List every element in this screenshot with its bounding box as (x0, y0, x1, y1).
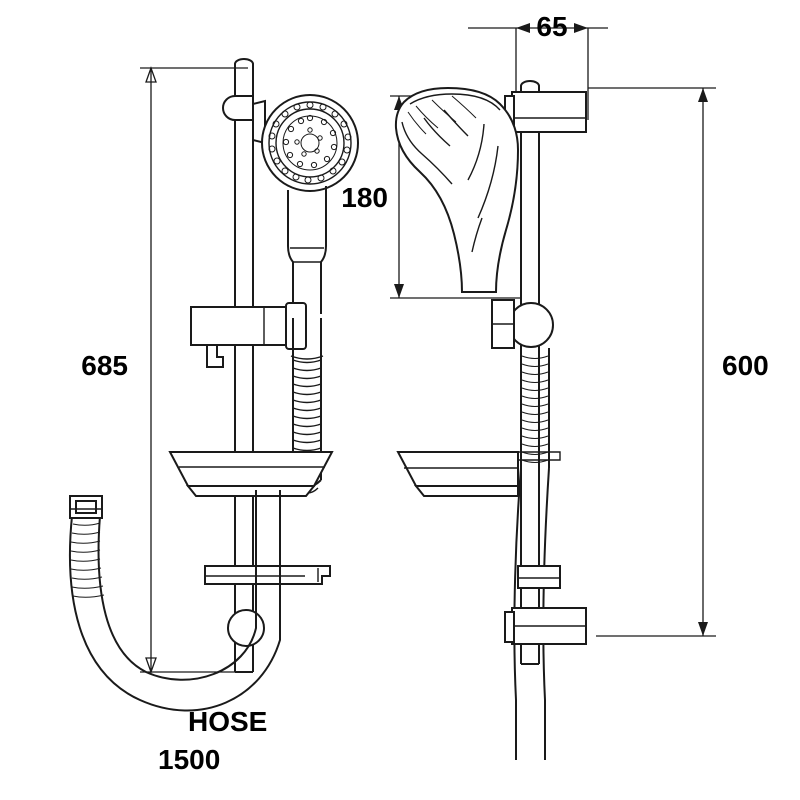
dimension-label-hose: HOSE (188, 706, 267, 737)
hose-nut-front (69, 495, 103, 519)
top-bracket-front (222, 95, 254, 121)
lower-bracket-front (204, 565, 331, 585)
soap-dish-side (396, 451, 561, 497)
dimension-label-65: 65 (536, 11, 567, 42)
lower-bracket-side (517, 565, 561, 589)
hose-front (68, 490, 281, 712)
soap-dish-front (168, 451, 334, 497)
dimension-600: 600 (588, 87, 769, 637)
handset-holder-front (190, 302, 307, 368)
shower-head-front (252, 94, 359, 314)
dimension-685 (140, 66, 248, 674)
side-view: 65 180 600 (341, 11, 769, 760)
dimension-label-1500: 1500 (158, 744, 220, 775)
front-view: 685 HOSE 1500 (68, 58, 359, 775)
dimension-label-180: 180 (341, 182, 388, 213)
dimension-label-685: 685 (81, 350, 128, 381)
dimension-65: 65 (468, 11, 608, 120)
lower-wall-fixing-side (504, 607, 587, 645)
upper-bracket-side (504, 91, 587, 133)
handset-side (394, 86, 520, 293)
rail-foot-front (227, 609, 265, 647)
dimension-label-600: 600 (722, 350, 769, 381)
hose-coil-side (520, 348, 550, 468)
dimension-180: 180 (341, 95, 520, 299)
handset-cradle-side (491, 299, 554, 349)
